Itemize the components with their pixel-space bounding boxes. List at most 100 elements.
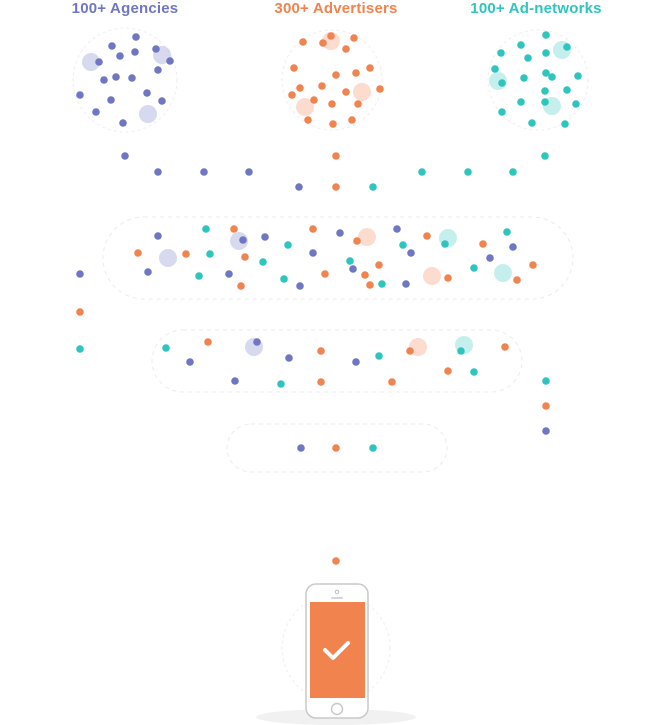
network-dot: [528, 119, 536, 127]
network-dot: [76, 345, 84, 353]
network-dot: [336, 229, 344, 237]
network-dot: [321, 270, 329, 278]
network-dot: [309, 249, 317, 257]
network-dot: [195, 272, 203, 280]
network-dot: [328, 100, 336, 108]
network-dot: [285, 354, 293, 362]
funnel-stage-3: [226, 423, 448, 473]
network-dot: [329, 120, 337, 128]
network-dot: [444, 367, 452, 375]
network-dot: [112, 73, 120, 81]
network-dot: [346, 257, 354, 265]
network-dot: [154, 232, 162, 240]
network-dot: [350, 34, 358, 42]
network-dot: [375, 261, 383, 269]
network-dot: [76, 91, 84, 99]
network-dot: [352, 69, 360, 77]
network-dot: [444, 274, 452, 282]
network-dot: [239, 236, 247, 244]
phone-home-button: [330, 702, 344, 716]
network-dot: [116, 52, 124, 60]
network-dot: [200, 168, 208, 176]
network-dot: [332, 183, 340, 191]
network-dot: [158, 97, 166, 105]
network-dot: [561, 120, 569, 128]
network-dot: [182, 250, 190, 258]
network-dot: [517, 98, 525, 106]
network-dot: [119, 119, 127, 127]
network-dot: [332, 152, 340, 160]
network-dot: [548, 73, 556, 81]
network-dot: [501, 343, 509, 351]
network-dot: [332, 557, 340, 565]
network-dot: [154, 66, 162, 74]
cluster-outline-advertisers: [281, 29, 383, 131]
network-dot: [470, 368, 478, 376]
network-dot: [542, 377, 550, 385]
network-dot: [131, 48, 139, 56]
network-dot: [486, 254, 494, 262]
network-dot: [366, 281, 374, 289]
network-dot: [280, 275, 288, 283]
network-dot: [406, 347, 414, 355]
network-dot: [366, 64, 374, 72]
network-dot: [354, 100, 362, 108]
network-dot: [295, 183, 303, 191]
network-dot: [574, 72, 582, 80]
network-dot: [288, 91, 296, 99]
network-dot: [95, 58, 103, 66]
network-dot: [369, 183, 377, 191]
network-dots: [76, 31, 582, 565]
network-dot: [542, 402, 550, 410]
network-dot: [318, 82, 326, 90]
network-dot: [332, 71, 340, 79]
network-dot: [464, 168, 472, 176]
halo-dot: [139, 105, 157, 123]
network-dot: [259, 258, 267, 266]
network-dot: [479, 240, 487, 248]
network-dot: [423, 232, 431, 240]
network-dot: [143, 89, 151, 97]
network-dot: [319, 39, 327, 47]
smartphone-icon: [305, 583, 369, 719]
network-dot: [388, 378, 396, 386]
network-dot: [542, 49, 550, 57]
halo-dot: [423, 267, 441, 285]
check-icon: [323, 641, 350, 660]
network-dot: [317, 378, 325, 386]
category-label-agencies: 100+ Agencies: [71, 0, 179, 17]
network-dot: [237, 282, 245, 290]
network-dot: [520, 74, 528, 82]
network-dot: [144, 268, 152, 276]
network-dot: [378, 280, 386, 288]
network-dot: [541, 152, 549, 160]
network-dot: [342, 88, 350, 96]
phone-speaker: [331, 597, 343, 599]
network-dot: [121, 152, 129, 160]
network-dot: [132, 33, 140, 41]
network-dot: [498, 108, 506, 116]
network-dot: [503, 228, 511, 236]
network-dot: [361, 271, 369, 279]
network-dot: [542, 31, 550, 39]
network-dot: [375, 352, 383, 360]
network-dot: [162, 344, 170, 352]
network-dot: [332, 444, 340, 452]
network-dot: [393, 225, 401, 233]
funnel-stage-1: [102, 216, 574, 300]
network-dot: [509, 168, 517, 176]
network-dot: [202, 225, 210, 233]
network-dot: [284, 241, 292, 249]
halo-dot: [494, 264, 512, 282]
network-dot: [572, 100, 580, 108]
network-dot: [327, 32, 335, 40]
network-dot: [376, 85, 384, 93]
network-dot: [342, 45, 350, 53]
network-dot: [230, 225, 238, 233]
network-dot: [299, 38, 307, 46]
network-dot: [399, 241, 407, 249]
network-dot: [231, 377, 239, 385]
network-dot: [353, 237, 361, 245]
network-dot: [529, 261, 537, 269]
